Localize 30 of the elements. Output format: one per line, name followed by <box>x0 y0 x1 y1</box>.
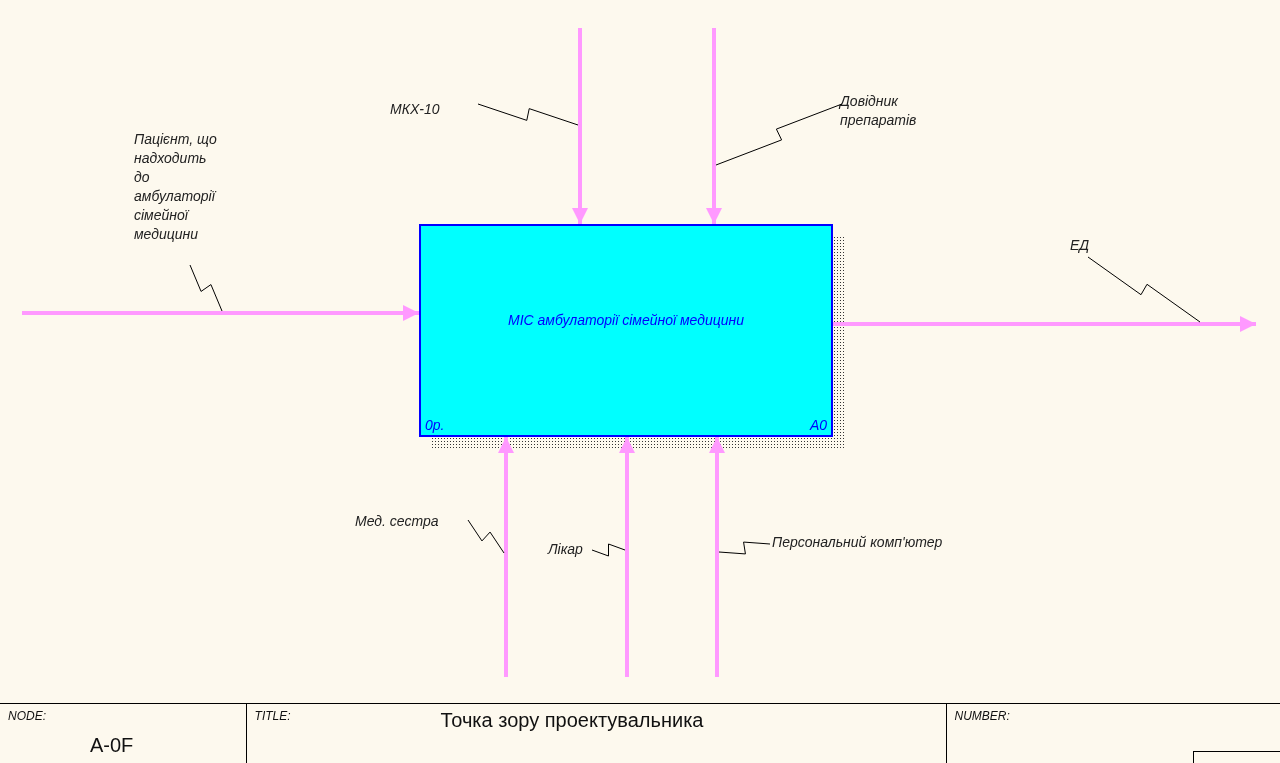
arrow <box>572 28 588 224</box>
field-value: Точка зору проектувальника <box>440 709 704 732</box>
field-caption: TITLE: <box>254 709 291 723</box>
leader-line <box>477 103 579 126</box>
arrow-label: Персональний комп'ютер <box>772 533 1008 552</box>
arrow <box>709 437 725 677</box>
arrow-label: Лікар <box>548 540 598 559</box>
activity-name: МІС амбулаторії сімейної медицини <box>507 312 745 328</box>
leader-line <box>718 541 771 555</box>
arrow <box>498 437 514 677</box>
arrow-label: Довідник препаратів <box>840 92 946 130</box>
arrow-label: МКХ-10 <box>390 100 456 119</box>
arrow-label: Пацієнт, що надходить до амбулаторії сімейної медицини <box>134 130 224 244</box>
arrow-label: Мед. сестра <box>355 512 473 531</box>
arrow <box>833 316 1256 332</box>
leader-line <box>189 264 223 312</box>
leader-line <box>715 103 843 166</box>
arrow <box>22 305 419 321</box>
leader-line <box>591 543 626 557</box>
field-caption: NODE: <box>8 709 46 723</box>
leader-line <box>1087 256 1201 323</box>
field-caption: NUMBER: <box>954 709 1010 723</box>
arrow <box>619 437 635 677</box>
cost-label: 0р. <box>425 417 445 433</box>
activity-box <box>419 224 833 437</box>
arrow <box>706 28 722 224</box>
field-value: A-0F <box>90 734 134 757</box>
arrow-label: ЕД <box>1070 236 1100 255</box>
node-number: A0 <box>809 417 827 433</box>
leader-line <box>467 519 505 554</box>
